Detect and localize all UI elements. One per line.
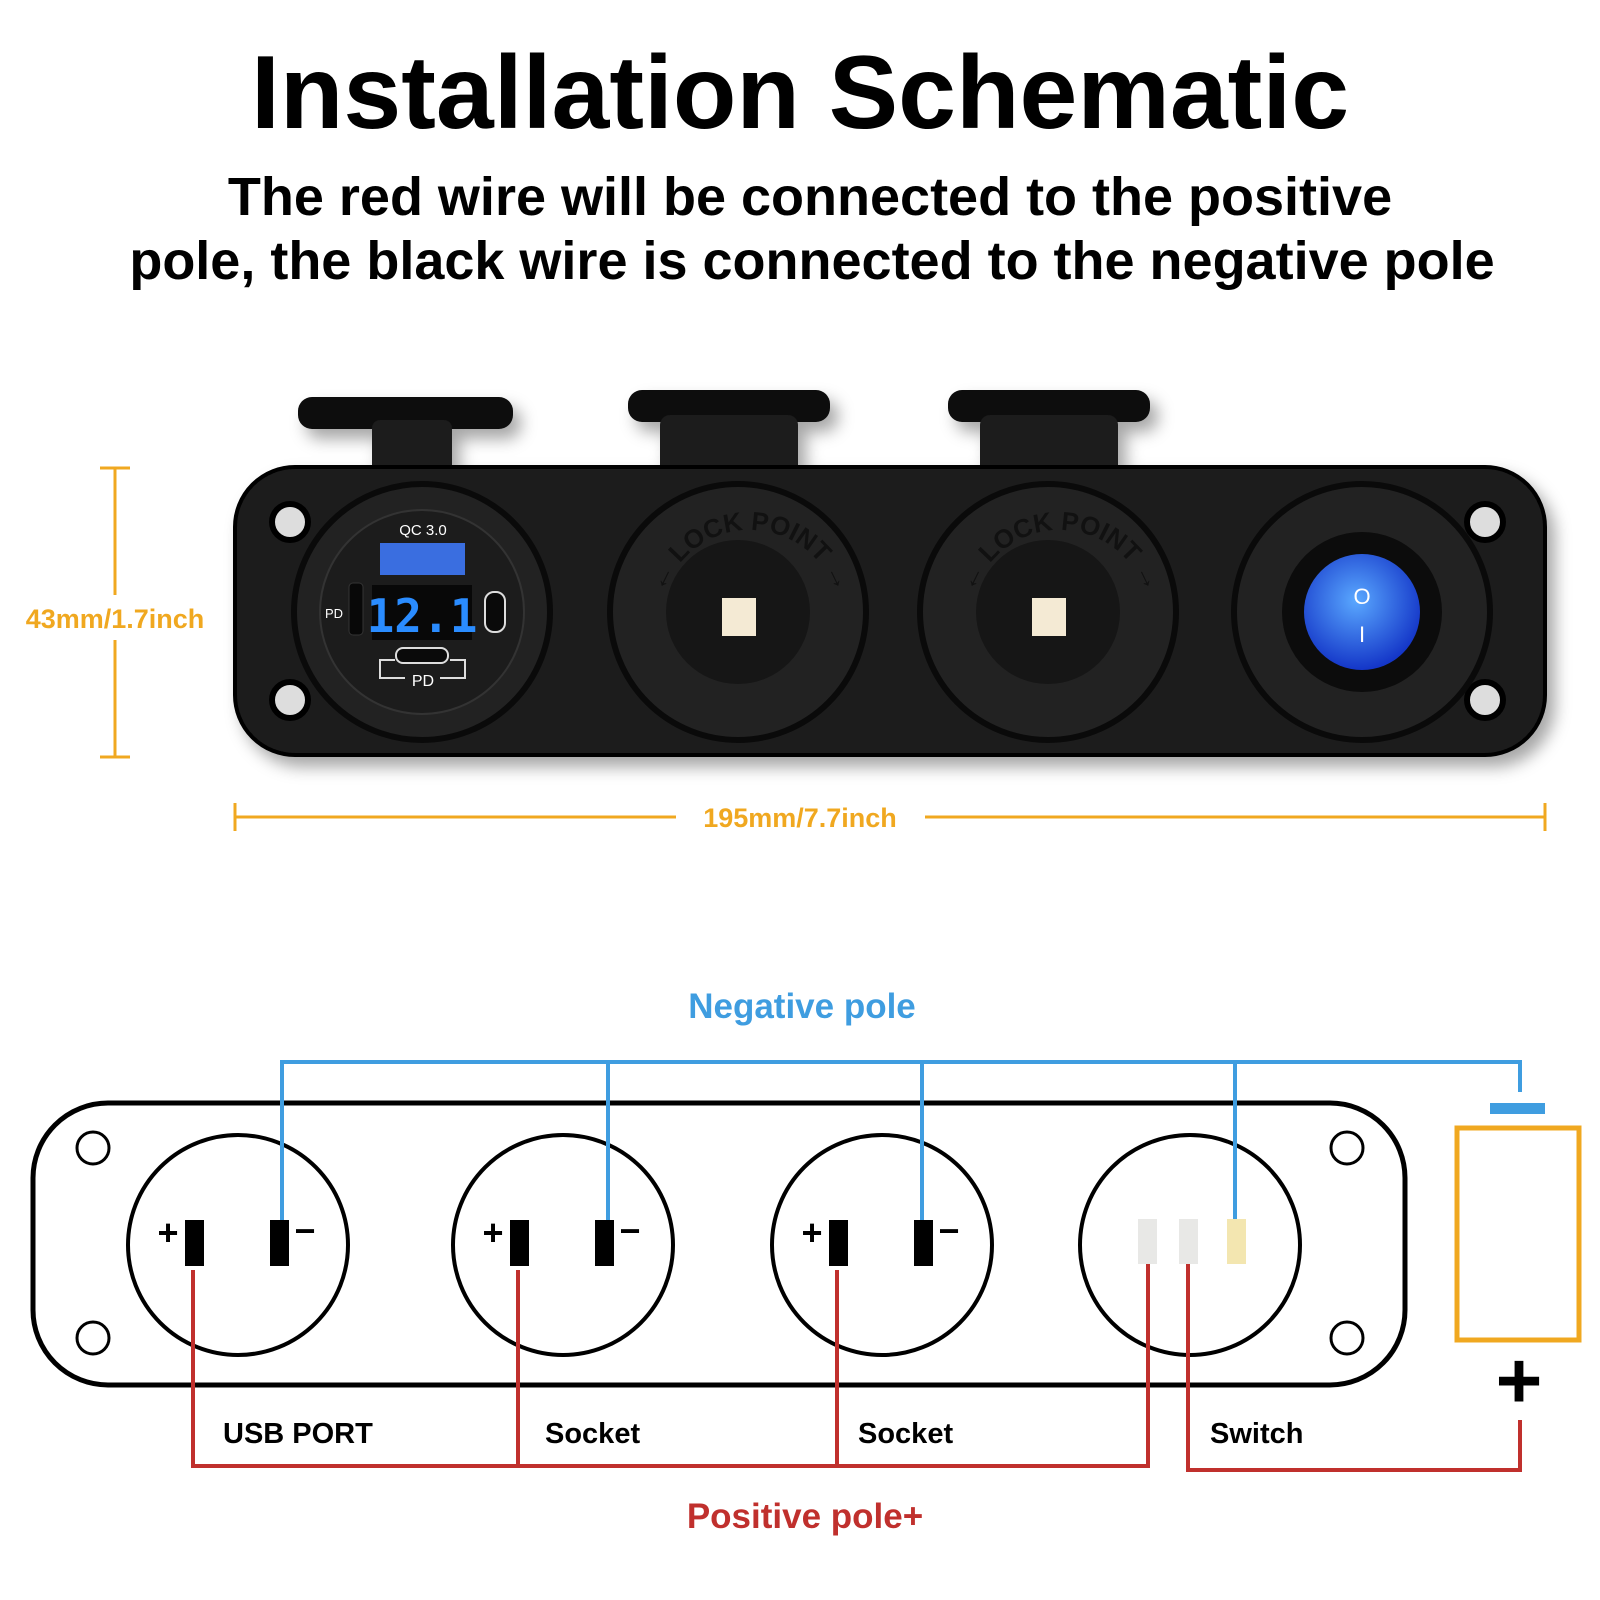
positive-wire [191,1264,1522,1472]
voltage-readout: 12.1 [367,589,478,643]
subtitle-line-1: The red wire will be connected to the po… [228,167,1392,227]
component-outlines [126,1133,1302,1357]
subtitle-line-2: pole, the black wire is connected to the… [129,231,1494,291]
width-dimension [233,803,1547,831]
pd-bottom-label: PD [412,673,434,690]
socket-2-minus: − [938,1210,959,1251]
label-usb-port: USB PORT [223,1418,373,1450]
socket-2-terminals [829,1220,933,1266]
panel-outline [30,1100,1408,1388]
battery-minus-terminal [1490,1103,1545,1114]
usb-plus: + [157,1212,178,1253]
voltmeter-button[interactable] [484,591,506,633]
usb-terminals [185,1220,289,1266]
label-socket-2: Socket [858,1418,953,1450]
label-socket-1: Socket [545,1418,640,1450]
product-panel [233,390,1547,757]
socket-1-terminals [510,1220,614,1266]
socket-1-plus: + [482,1212,503,1253]
battery [1454,1125,1582,1343]
negative-wire [280,1060,1522,1228]
label-switch: Switch [1210,1418,1303,1450]
qc-label: QC 3.0 [399,522,447,539]
pd-left-label: PD [325,606,343,621]
negative-pole-label: Negative pole [688,987,916,1026]
socket-2-plus: + [801,1212,822,1253]
battery-plus-sign: + [1496,1336,1543,1425]
socket-1-minus: − [619,1210,640,1251]
socket-1: ← LOCK POINT → [607,481,869,743]
mount-holes [269,501,1506,721]
height-label: 43mm/1.7inch [26,604,205,634]
rocker-switch[interactable]: O I [1231,481,1493,743]
usb-a-port[interactable] [380,543,465,575]
usb-module: QC 3.0 12.1 PD PD [291,481,553,743]
positive-pole-label: Positive pole+ [687,1497,923,1536]
usb-minus: − [294,1210,315,1251]
panel-holes [75,1130,1365,1356]
socket-2: ← LOCK POINT → [917,481,1179,743]
height-dimension [100,466,130,759]
usb-c-port-left[interactable] [348,582,364,636]
voltmeter [372,585,472,640]
page-title: Installation Schematic [251,35,1349,151]
switch-on-mark: O [1353,584,1370,609]
switch-off-mark: I [1359,622,1365,647]
usb-c-port-bottom[interactable] [395,647,449,664]
width-label: 195mm/7.7inch [703,803,897,833]
switch-terminals [1138,1219,1246,1264]
